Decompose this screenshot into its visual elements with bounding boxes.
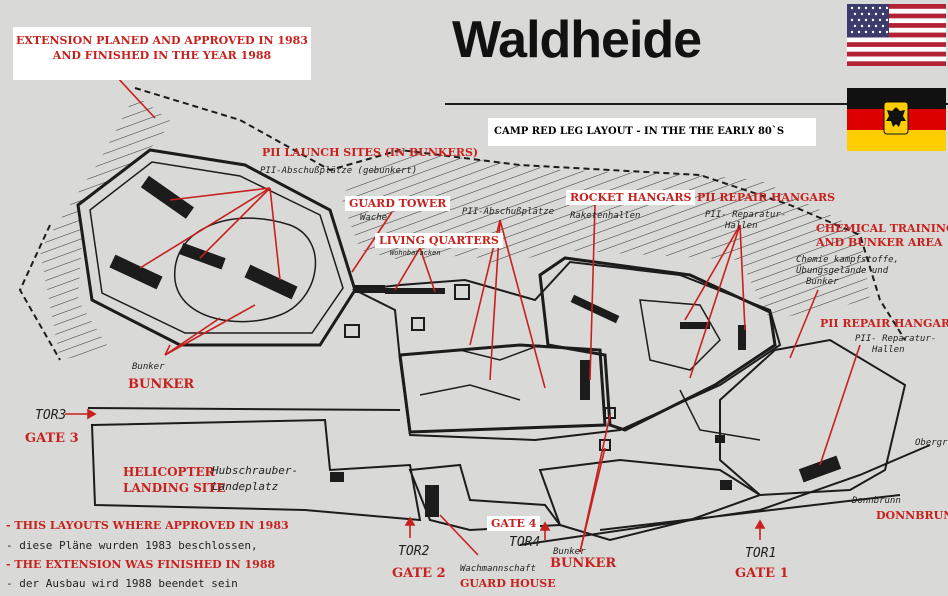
extension-hatched-area-west: [40, 95, 170, 360]
hand-reparatur1-1: PII- Reparatur-: [705, 210, 787, 220]
label-repair-hangars-1: PII REPAIR HANGARS: [697, 191, 836, 204]
germany-flag: [847, 88, 946, 151]
hand-bunker-left: Bunker: [132, 362, 165, 372]
note-finished-de: - der Ausbau wird 1988 beendet sein: [6, 577, 238, 590]
label-chemical-1: CHEMICAL TRAINING: [816, 222, 948, 235]
main-road: [87, 407, 931, 546]
hand-reparatur2-2: Hallen: [872, 345, 905, 355]
note-approved-de: - diese Pläne wurden 1983 beschlossen,: [6, 539, 258, 552]
inner-roads: [419, 299, 761, 441]
label-rocket-hangars: ROCKET HANGARS: [566, 190, 696, 205]
launch-site-fence-inner: [89, 161, 344, 334]
hand-chemie-2: Übungsgelände und: [796, 266, 889, 276]
hand-abschuss-bunker: PII-Abschußplätze (gebunkert): [260, 166, 418, 176]
hand-hubschrauber-1: Hubschrauber-: [212, 464, 299, 477]
extension-note-line2: AND FINISHED IN THE YEAR 1988: [52, 49, 272, 62]
extension-boundary: [18, 87, 906, 361]
hand-tor4: TOR4: [509, 535, 541, 550]
annotation-pointers: [114, 74, 861, 556]
hand-obergr: Obergr.: [915, 438, 948, 448]
hand-raketenhallen: Raketenhallen: [570, 211, 641, 221]
extension-hatched-area-north: [340, 150, 870, 320]
hand-wohnbaracken: Wohnbaracken: [390, 249, 441, 257]
extension-note-box: EXTENSION PLANED AND APPROVED IN 1983 AN…: [13, 27, 311, 80]
hand-reparatur2-1: PII- Reparatur-: [855, 334, 937, 344]
note-approved-en: - THIS LAYOUTS WHERE APPROVED IN 1983: [6, 519, 289, 532]
label-helicopter-1: HELICOPTER: [123, 465, 215, 479]
eagle-emblem-icon: [883, 101, 909, 135]
label-bunker-left: BUNKER: [128, 377, 195, 392]
hand-abschuss: PII-Abschußplätze: [462, 207, 555, 217]
subtitle: CAMP RED LEG LAYOUT - IN THE THE EARLY 8…: [494, 126, 785, 137]
gate-arrows: [65, 408, 766, 540]
label-chemical-2: AND BUNKER AREA: [816, 236, 943, 249]
page-title: Waldheide: [452, 11, 702, 69]
label-gate2: GATE 2: [392, 566, 446, 581]
chemical-area-outline: [719, 338, 907, 497]
helicopter-area-outline: [90, 418, 422, 522]
label-gate1: GATE 1: [735, 566, 789, 581]
label-donnbrunn: DONNBRUNN: [876, 509, 948, 522]
label-helicopter-2: LANDING SITE: [123, 481, 226, 495]
south-area-outline: [538, 458, 763, 542]
label-gate3: GATE 3: [25, 431, 79, 446]
label-guard-tower: GUARD TOWER: [345, 196, 451, 211]
hand-reparatur1-2: Hallen: [725, 221, 758, 231]
label-repair-hangars-2: PII REPAIR HANGARS: [820, 317, 948, 330]
label-gate4: GATE 4: [487, 516, 541, 531]
buildings: [330, 284, 842, 517]
hand-bunker-bottom: Bunker: [553, 547, 586, 557]
hand-tor2: TOR2: [398, 544, 430, 559]
rocket-area-fence: [398, 343, 607, 434]
hand-chemie-1: Chemie kampfstoffe,: [796, 255, 899, 265]
hand-wachmannschaft: Wachmannschaft: [460, 564, 536, 574]
hand-chemie-3: Bunker: [806, 277, 839, 287]
label-living-quarters: LIVING QUARTERS: [375, 233, 503, 248]
subtitle-box: CAMP RED LEG LAYOUT - IN THE THE EARLY 8…: [488, 118, 816, 146]
label-guard-house: GUARD HOUSE: [460, 577, 556, 590]
hand-tor1: TOR1: [745, 546, 777, 561]
hand-wache: Wache: [360, 213, 388, 223]
label-bunker-bottom: BUNKER: [550, 556, 617, 571]
label-launch-sites: PII LAUNCH SITES (IN BUNKERS): [262, 146, 479, 159]
hand-tor3: TOR3: [35, 408, 67, 423]
note-finished-en: - THE EXTENSION WAS FINISHED IN 1988: [6, 558, 276, 571]
usa-flag: [847, 4, 946, 66]
extension-note-line1: EXTENSION PLANED AND APPROVED IN 1983: [16, 34, 308, 47]
hand-hubschrauber-2: Landeplatz: [212, 480, 279, 493]
guard-house-area-outline: [408, 463, 562, 532]
repair-area-fence: [538, 256, 777, 432]
hand-donnbrunn: Donnbrunn: [852, 496, 901, 506]
